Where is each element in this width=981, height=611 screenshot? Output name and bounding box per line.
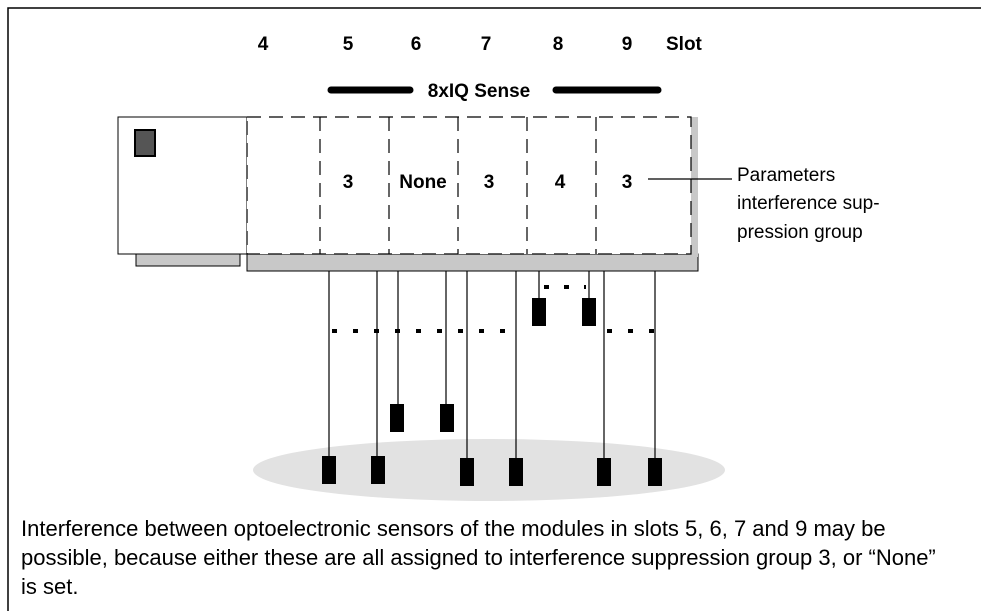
- slot-label: Slot: [666, 34, 703, 55]
- slot-number-8: 8: [553, 34, 564, 55]
- group-slot-8: 4: [555, 172, 566, 193]
- slot-number-7: 7: [481, 34, 492, 55]
- sensor-slot-6-b: [440, 404, 454, 432]
- module-rail-shadow: [246, 253, 699, 272]
- sensor-slot-5-b: [371, 456, 385, 484]
- sensor-slot-7-a: [460, 458, 474, 486]
- sensor-cables: [328, 271, 656, 458]
- slot-number-4: 4: [258, 34, 269, 55]
- slot-number-9: 9: [622, 34, 633, 55]
- cpu-led: [134, 129, 156, 157]
- sensor-slot-8-a: [532, 298, 546, 326]
- module-rail-side: [688, 117, 698, 257]
- sensor-slot-5-a: [322, 456, 336, 484]
- group-slot-7: 3: [484, 172, 495, 193]
- callout-line-1: Parameters: [737, 165, 835, 186]
- group-slot-9: 3: [622, 172, 633, 193]
- sensor-slot-9-b: [648, 458, 662, 486]
- group-slot-5: 3: [343, 172, 354, 193]
- slot-number-5: 5: [343, 34, 354, 55]
- figure-border: [7, 7, 981, 611]
- sensor-slot-9-a: [597, 458, 611, 486]
- slot-number-6: 6: [411, 34, 422, 55]
- sensor-group: [322, 298, 662, 486]
- callout-line-3: pression group: [737, 222, 863, 243]
- sensor-slot-8-b: [582, 298, 596, 326]
- cpu-shadow: [135, 253, 241, 267]
- sensor-slot-7-b: [509, 458, 523, 486]
- module-label: 8xIQ Sense: [428, 81, 530, 102]
- module-row-outline: [246, 116, 692, 255]
- callout-line-2: interference sup-: [737, 193, 880, 214]
- sensor-slot-6-a: [390, 404, 404, 432]
- group-slot-6: None: [399, 172, 447, 193]
- figure-caption: Interference between optoelectronic sens…: [21, 516, 936, 599]
